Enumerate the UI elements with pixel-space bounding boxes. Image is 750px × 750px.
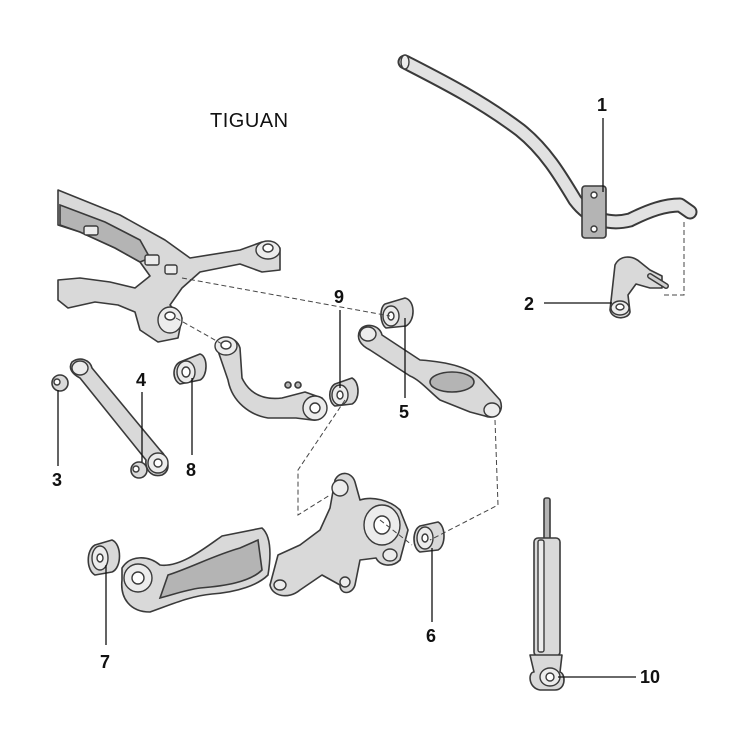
callout-label-10: 10	[640, 667, 661, 687]
callout-label-5: 5	[399, 402, 410, 422]
bonded-bush-6	[413, 521, 445, 553]
stabilizer-bushing	[581, 185, 607, 239]
wheel-bearing-housing	[269, 472, 409, 597]
coupling-rod	[609, 256, 669, 319]
model-title: TIGUAN	[210, 110, 289, 132]
callout-label-4: 4	[136, 370, 147, 390]
lower-transverse-link	[357, 324, 503, 418]
callout-label-6: 6	[426, 626, 437, 646]
callout-label-7: 7	[100, 652, 111, 672]
bonded-bush-8	[173, 353, 207, 385]
bonded-bush-5-top	[380, 297, 414, 329]
stabilizer-bar	[397, 54, 698, 230]
shock-absorber	[529, 497, 565, 691]
bonded-bush-9	[328, 377, 359, 407]
upper-wishbone	[214, 336, 328, 421]
callout-label-8: 8	[186, 460, 197, 480]
trailing-arm	[87, 527, 271, 613]
callout-label-9: 9	[334, 287, 345, 307]
transverse-link	[69, 358, 169, 479]
trailing-link-bush	[51, 374, 69, 392]
callout-label-3: 3	[52, 470, 63, 490]
callout-leaders	[57, 118, 636, 678]
rear-subframe	[57, 189, 281, 343]
callout-label-1: 1	[597, 95, 608, 115]
callout-label-2: 2	[524, 294, 535, 314]
assembly-guide-lines	[175, 222, 685, 546]
